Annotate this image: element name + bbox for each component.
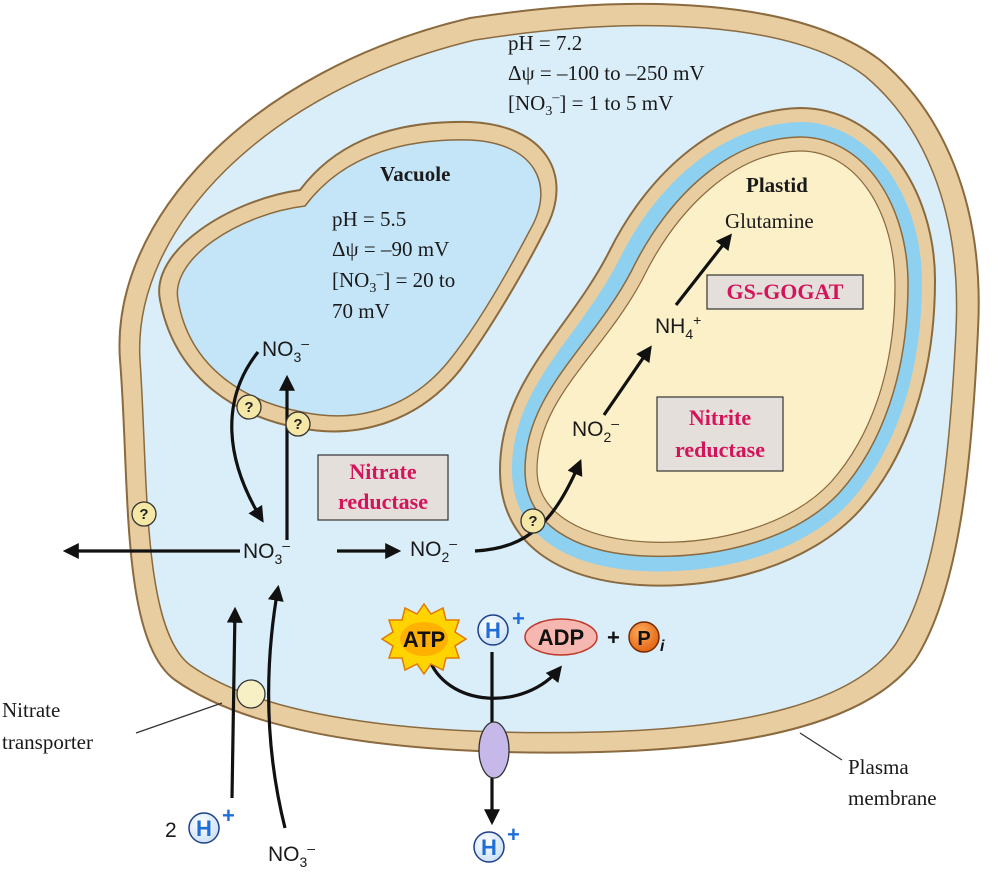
vacuole-nitrate-concentration: [NO3–] = 20 to	[332, 267, 455, 296]
gs-gogat-box: GS-GOGAT	[706, 274, 864, 310]
svg-text:?: ?	[139, 506, 148, 523]
cytosolic-nitrate: NO3–	[243, 537, 290, 567]
nitrite-reductase-label-2: reductase	[675, 437, 765, 462]
vacuole-ph: pH = 5.5	[332, 207, 406, 231]
nitrite-reductase-box: Nitrite reductase	[656, 396, 784, 472]
cytosolic-proton: H +	[477, 606, 525, 646]
vacuole-title: Vacuole	[380, 162, 450, 186]
unknown-transporter-tonoplast-2: ?	[285, 411, 311, 437]
svg-text:?: ?	[244, 399, 253, 416]
nitrate-transporter-label-2: transporter	[2, 730, 93, 754]
svg-text:H: H	[196, 816, 212, 841]
phosphate-icon	[628, 621, 660, 653]
nitrate-reductase-box: Nitrate reductase	[317, 454, 449, 521]
nitrate-transporter-label-1: Nitrate	[2, 698, 60, 722]
arrow-proton-uptake	[226, 606, 243, 799]
nitrate-reductase-label-1: Nitrate	[349, 459, 416, 484]
external-proton-icon	[188, 812, 220, 844]
vacuolar-nitrate: NO3–	[262, 335, 309, 365]
cytosol-nitrate-concentration: [NO3–] = 1 to 5 mV	[508, 90, 673, 119]
vacuole-membrane-potential: Δψ = –90 mV	[332, 237, 449, 261]
external-nitrate: NO3–	[268, 840, 315, 870]
svg-text:H: H	[485, 618, 501, 643]
external-protons: 2 H +	[165, 803, 235, 844]
unknown-transporter-plasma: ?	[131, 501, 157, 527]
svg-text:?: ?	[528, 513, 537, 530]
nitrate-transporter-leader	[135, 702, 223, 734]
arrow-nitrate-uptake	[267, 584, 287, 829]
plastid	[498, 106, 937, 587]
atp-starburst: ATP	[380, 602, 468, 676]
reaction-arrows	[62, 233, 732, 829]
gs-gogat-label: GS-GOGAT	[727, 279, 844, 304]
unknown-transporter-plastid: ?	[520, 508, 546, 534]
extruded-proton-icon	[473, 831, 505, 863]
svg-text:+: +	[507, 822, 520, 847]
inorganic-phosphate: P i	[628, 621, 665, 655]
arrow-atp-hydrolysis	[426, 655, 562, 700]
svg-text:H: H	[481, 835, 497, 860]
svg-text:?: ?	[293, 416, 302, 433]
atp-label: ATP	[403, 627, 445, 652]
ammonium: NH4+	[655, 312, 701, 342]
svg-text:+: +	[512, 606, 525, 631]
cytosol-conditions: pH = 7.2 Δψ = –100 to –250 mV [NO3–] = 1…	[508, 31, 705, 119]
proton-pump-icon	[478, 721, 510, 779]
unknown-transporters: ? ? ? ?	[131, 394, 546, 534]
cytosolic-nitrite: NO2–	[410, 535, 457, 565]
adp-blob: ADP	[524, 618, 598, 656]
plastid-title: Plastid	[746, 173, 808, 197]
unknown-transporter-tonoplast-1: ?	[236, 394, 262, 420]
nitrate-transporter-icon	[236, 679, 266, 709]
proton-icon	[477, 614, 509, 646]
plastid-stroma	[536, 150, 896, 543]
arrow-nitrite-reduction	[602, 345, 652, 416]
nitrate-reductase-label-2: reductase	[338, 489, 428, 514]
pi-plus-sign: +	[607, 625, 620, 650]
adp-label: ADP	[538, 625, 584, 650]
vacuole-conditions: Vacuole pH = 5.5 Δψ = –90 mV [NO3–] = 20…	[332, 162, 455, 323]
extruded-proton: H +	[473, 822, 520, 863]
cytosol-ph: pH = 7.2	[508, 31, 582, 55]
svg-text:+: +	[222, 803, 235, 828]
arrow-nitrate-from-vacuole	[230, 351, 264, 523]
proton-coefficient: 2	[165, 819, 177, 842]
arrow-ammonium-to-glutamine	[674, 233, 732, 306]
nitrite-reductase-label-1: Nitrite	[689, 405, 752, 430]
adp-icon	[524, 618, 598, 656]
glutamine-label: Glutamine	[725, 209, 814, 233]
plasma-membrane-label-1: Plasma	[848, 755, 909, 779]
vacuole-nitrate-concentration-cont: 70 mV	[332, 299, 390, 323]
plastid-nitrite: NO2–	[572, 415, 619, 445]
plasma-membrane-label-2: membrane	[848, 786, 937, 810]
cytosol-membrane-potential: Δψ = –100 to –250 mV	[508, 61, 705, 85]
plasma-membrane-leader	[799, 732, 843, 761]
svg-text:P: P	[637, 628, 650, 650]
svg-text:i: i	[660, 638, 665, 655]
